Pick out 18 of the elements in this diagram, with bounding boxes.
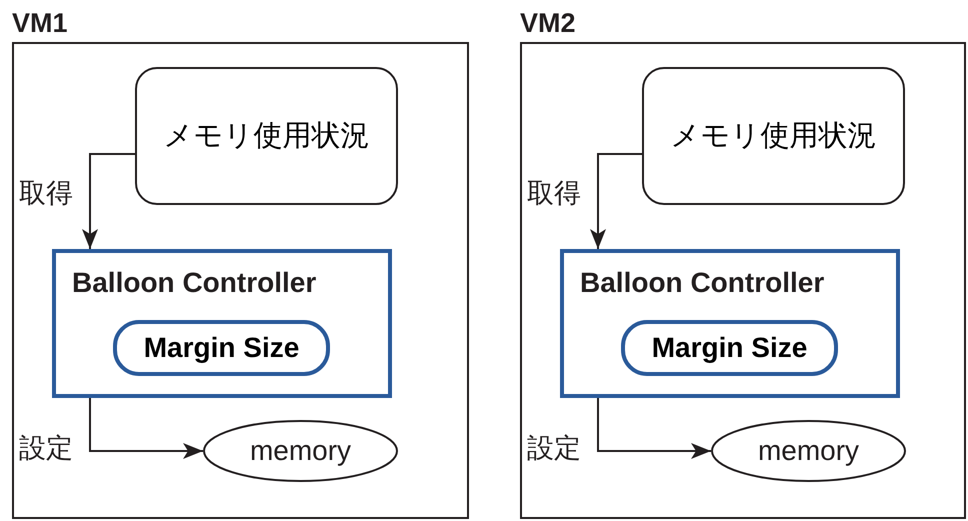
- pill-box: Margin Size: [621, 320, 838, 376]
- arrow: [82, 152, 135, 249]
- controller-box: [52, 249, 392, 398]
- pill-box: Margin Size: [113, 320, 330, 376]
- controller-box: [560, 249, 900, 398]
- arrow: [89, 398, 203, 459]
- ellipse-label: memory: [758, 435, 860, 467]
- process-box: メモリ使用状況: [642, 67, 905, 205]
- memory-ellipse: [711, 420, 906, 482]
- box-heading: Balloon Controller: [580, 267, 824, 299]
- vm-heading: VM1: [12, 8, 68, 39]
- box-heading: Balloon Controller: [72, 267, 316, 299]
- process-box: メモリ使用状況: [135, 67, 398, 205]
- ellipse-label: memory: [250, 435, 352, 467]
- arrow: [590, 152, 642, 249]
- arrow: [597, 398, 711, 459]
- vm-heading: VM2: [520, 8, 576, 39]
- memory-ellipse: [203, 420, 398, 482]
